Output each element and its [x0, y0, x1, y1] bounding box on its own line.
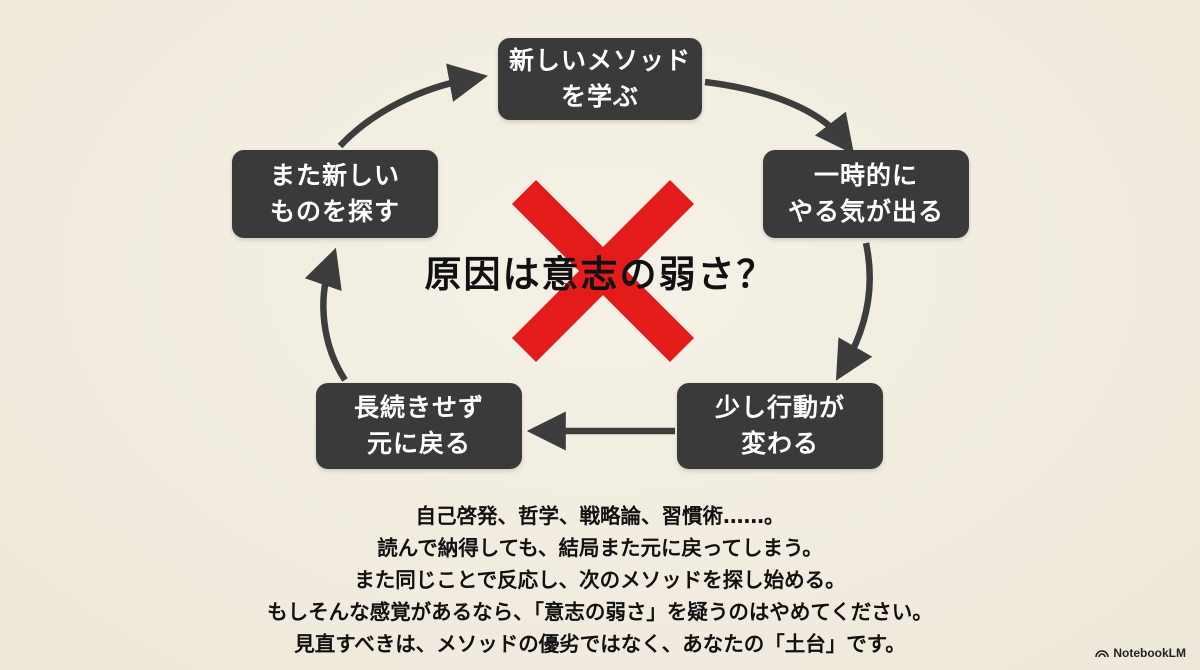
node-label-line1: 長続きせず [353, 393, 484, 422]
cycle-arrow-5 [337, 63, 488, 149]
cycle-node-search-new: また新しい ものを探す [232, 150, 438, 238]
body-text: 自己啓発、哲学、戦略論、習慣術……。 読んで納得しても、結局また元に戻ってしまう… [0, 500, 1200, 660]
body-line: また同じことで反応し、次のメソッドを探し始める。 [354, 568, 846, 592]
cycle-node-revert: 長続きせず 元に戻る [316, 383, 522, 469]
red-cross-icon [511, 179, 695, 363]
node-label-line1: また新しい [269, 161, 400, 190]
node-label-line1: 一時的に [813, 161, 918, 190]
cycle-arrow-1 [704, 78, 855, 155]
notebooklm-logo: NotebookLM [1095, 646, 1186, 660]
body-line: もしそんな感覚があるなら、「意志の弱さ」を疑うのはやめてください。 [267, 600, 933, 624]
cycle-node-learn-method: 新しいメソッド を学ぶ [498, 38, 702, 120]
node-label-line1: 少し行動が [714, 393, 845, 422]
body-line: 見直すべきは、メソッドの優劣ではなく、あなたの「土台」です。 [294, 632, 906, 656]
node-label-line2: やる気が出る [787, 197, 944, 226]
node-label-line1: 新しいメソッド [508, 46, 691, 75]
body-line: 自己啓発、哲学、戦略論、習慣術……。 [415, 504, 785, 528]
cycle-node-motivation: 一時的に やる気が出る [763, 150, 969, 238]
logo-text: NotebookLM [1113, 646, 1186, 660]
node-label-line2: を学ぶ [560, 82, 639, 111]
cycle-arrow-4 [304, 247, 348, 382]
node-label-line2: 変わる [740, 429, 819, 458]
node-label-line2: 元に戻る [366, 429, 471, 458]
cycle-arrow-2 [835, 242, 873, 381]
cycle-diagram [304, 63, 873, 451]
body-line: 読んで納得しても、結局また元に戻ってしまう。 [377, 536, 823, 560]
cycle-node-behavior-change: 少し行動が 変わる [677, 383, 883, 469]
notebooklm-icon [1095, 650, 1110, 658]
node-label-line2: ものを探す [269, 197, 400, 226]
center-question: 原因は意志の弱さ？ [424, 253, 776, 296]
